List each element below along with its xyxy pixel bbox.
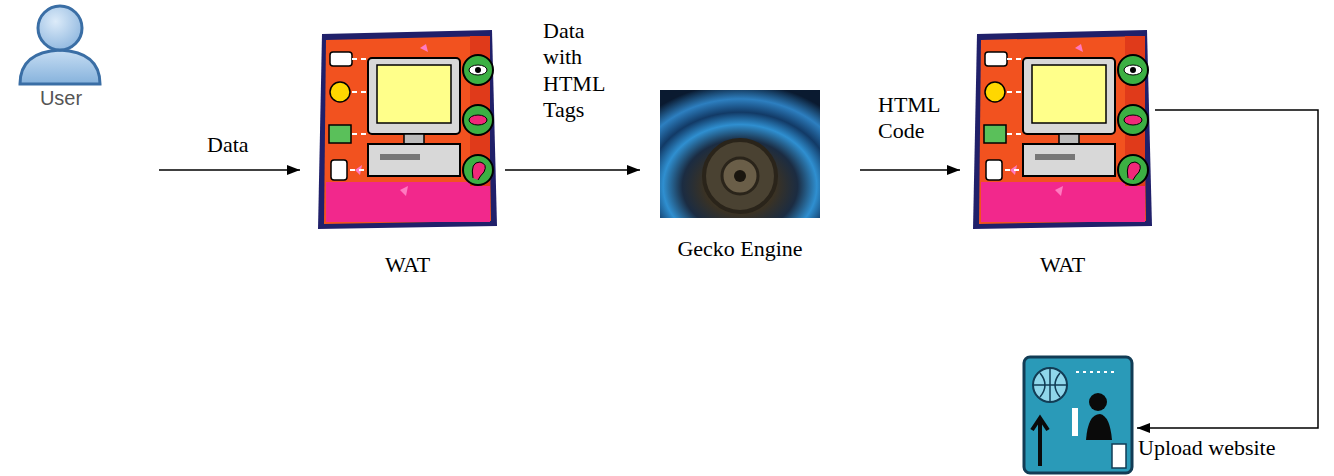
user-node: User bbox=[8, 2, 114, 114]
flow-arrow bbox=[159, 165, 300, 175]
upload-node: Upload website bbox=[1022, 355, 1134, 475]
engine-node: Gecko Engine bbox=[655, 90, 825, 264]
node-label: User bbox=[40, 86, 82, 110]
wat-node: WAT bbox=[315, 30, 500, 280]
flow-arrow bbox=[860, 165, 960, 175]
edge-label: Data bbox=[207, 132, 249, 158]
node-label: Gecko Engine bbox=[677, 236, 802, 262]
flow-arrow bbox=[505, 165, 640, 175]
wat-node: WAT bbox=[970, 30, 1155, 280]
wat-clipart bbox=[318, 30, 497, 229]
wat-clipart bbox=[973, 30, 1152, 229]
gecko-engine-photo bbox=[660, 90, 820, 218]
upload-website-icon bbox=[1024, 357, 1132, 473]
flow-arrow bbox=[1137, 110, 1318, 433]
node-label: Upload website bbox=[1138, 435, 1275, 461]
edge-label: Data with HTML Tags bbox=[543, 18, 613, 124]
node-label: WAT bbox=[1040, 252, 1085, 278]
user-icon bbox=[20, 6, 100, 84]
edge-label: HTML Code bbox=[878, 92, 948, 145]
node-label: WAT bbox=[385, 252, 430, 278]
